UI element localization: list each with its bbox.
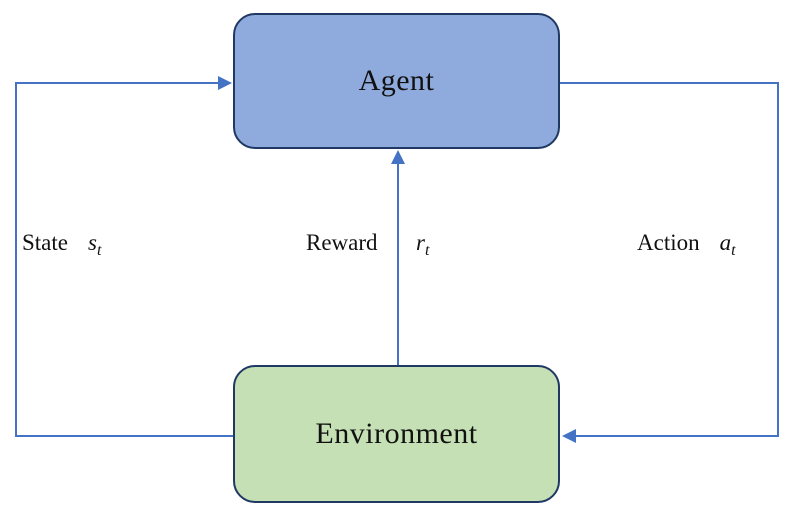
reward-arrow xyxy=(391,150,405,365)
reward-symbol: r xyxy=(416,230,425,255)
action-word: Action xyxy=(637,230,700,255)
action-symbol: a xyxy=(719,230,732,255)
state-subscript: t xyxy=(96,242,102,259)
environment-node-label: Environment xyxy=(315,417,478,450)
reward-edge-symbol: rt xyxy=(416,228,430,259)
reward-arrowhead-icon xyxy=(391,150,405,164)
action-subscript: t xyxy=(731,242,736,259)
agent-node: Agent xyxy=(233,13,560,149)
state-symbol: s xyxy=(88,230,97,255)
reward-word: Reward xyxy=(306,230,378,255)
state-arrowhead-icon xyxy=(218,76,232,90)
reward-subscript: t xyxy=(424,242,430,259)
reward-edge-label: Reward xyxy=(306,228,378,258)
agent-node-label: Agent xyxy=(358,64,435,97)
action-arrow xyxy=(560,82,779,443)
environment-node: Environment xyxy=(233,365,560,503)
action-arrowhead-icon xyxy=(562,429,576,443)
state-word: State xyxy=(22,230,68,255)
